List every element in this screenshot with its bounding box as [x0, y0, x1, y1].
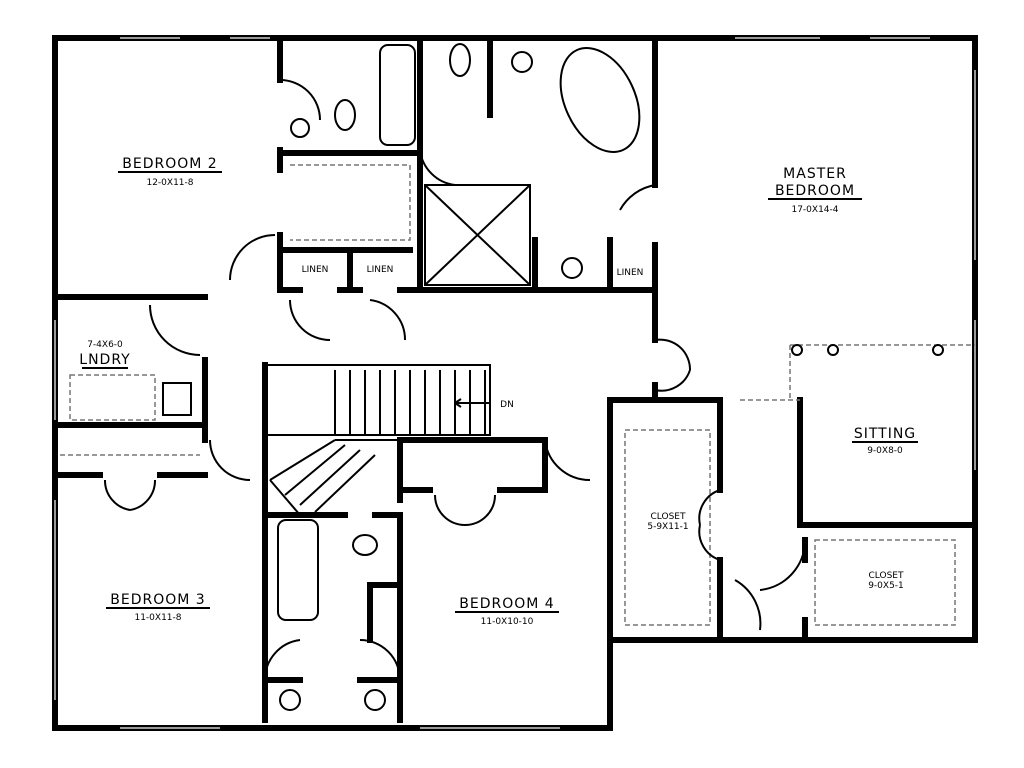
room-size-bedroom-3: 11-0X11-8 — [134, 613, 181, 623]
room-name-master-1: MASTER — [783, 166, 847, 182]
sink-icon — [364, 689, 386, 711]
room-size-closet: 5-9X11-1 — [647, 522, 688, 532]
staircase — [264, 364, 491, 516]
room-name-sitting: SITTING — [854, 426, 916, 442]
bathtub-icon — [277, 519, 319, 621]
column-icon — [827, 344, 839, 356]
soaking-tub-icon — [559, 47, 641, 153]
linen-label: LINEN — [302, 265, 329, 275]
linen-label: LINEN — [367, 265, 394, 275]
stairs-down-label: DN — [500, 400, 514, 410]
room-size-closet: 9-0X5-1 — [868, 581, 904, 591]
toilet-icon — [449, 43, 471, 77]
sink-icon — [279, 689, 301, 711]
exterior-walls — [52, 35, 978, 731]
toilet-icon — [352, 534, 378, 556]
interior-walls — [52, 35, 978, 731]
room-name-closet: CLOSET — [651, 512, 686, 522]
room-name-laundry: LNDRY — [79, 352, 130, 368]
room-size-sitting: 9-0X8-0 — [867, 446, 903, 456]
room-size-bedroom-2: 12-0X11-8 — [146, 178, 193, 188]
laundry-sink-icon — [162, 382, 192, 416]
room-size-master: 17-0X14-4 — [791, 205, 838, 215]
shower-icon — [424, 184, 531, 286]
room-name-bedroom-2: BEDROOM 2 — [122, 156, 217, 172]
sink-icon — [511, 51, 533, 73]
room-name-closet: CLOSET — [869, 571, 904, 581]
column-icon — [791, 344, 803, 356]
room-size-laundry: 7-4X6-0 — [87, 340, 123, 350]
column-icon — [932, 344, 944, 356]
room-name-master-2: BEDROOM — [775, 183, 855, 199]
doors — [103, 79, 807, 681]
room-name-bedroom-4: BEDROOM 4 — [459, 596, 554, 612]
toilet-icon — [334, 99, 356, 131]
room-size-bedroom-4: 11-0X10-10 — [481, 617, 534, 627]
linen-label: LINEN — [617, 268, 644, 278]
sink-icon — [290, 118, 310, 138]
bathtub-icon — [379, 44, 416, 146]
room-name-bedroom-3: BEDROOM 3 — [110, 592, 205, 608]
fixtures — [60, 43, 975, 711]
sink-icon — [561, 257, 583, 279]
